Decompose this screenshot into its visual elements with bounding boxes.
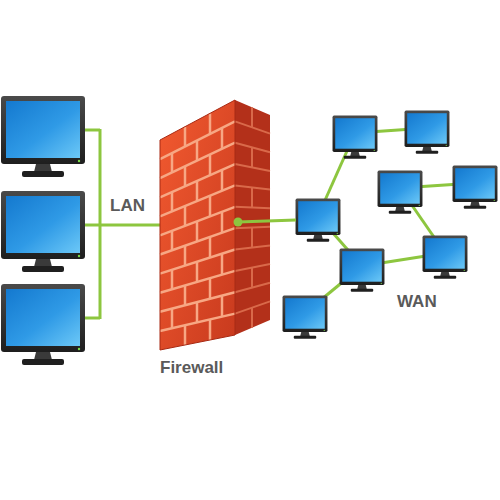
mortar-line <box>209 278 212 299</box>
mortar-line <box>251 187 253 207</box>
mortar-line <box>171 231 174 250</box>
network-label: LAN <box>110 196 145 216</box>
mortar-line <box>196 221 199 241</box>
lan-computers <box>1 96 85 365</box>
mortar-line <box>184 166 187 186</box>
wire <box>238 220 296 222</box>
computer-monitor <box>283 296 328 339</box>
mortar-line <box>196 302 199 322</box>
mortar-line <box>171 270 174 289</box>
mortar-line <box>221 254 224 275</box>
computer-monitor <box>378 171 423 214</box>
wall-face <box>160 100 235 350</box>
mortar-line <box>251 228 253 248</box>
node-caption: Firewall <box>160 358 223 378</box>
mortar-line <box>209 155 212 176</box>
computer-monitor <box>340 249 385 292</box>
wan-computers <box>283 111 498 339</box>
wall-edge <box>160 100 235 350</box>
mortar-line <box>171 309 174 328</box>
mortar-line <box>196 262 199 282</box>
computer-monitor <box>405 111 450 154</box>
mortar-line <box>184 246 187 266</box>
computer-monitor <box>1 96 85 177</box>
mortar-line <box>251 308 253 328</box>
wall-side <box>235 100 270 335</box>
mortar-line <box>184 325 187 345</box>
wire <box>100 224 162 227</box>
mortar-line <box>221 170 224 191</box>
mortar-line <box>209 237 212 258</box>
mortar-line <box>251 107 253 127</box>
mortar-line <box>221 212 224 233</box>
brick-wall <box>155 95 275 385</box>
mortar-line <box>171 192 174 211</box>
mortar-line <box>184 285 187 305</box>
computer-monitor <box>1 191 85 272</box>
mortar-line <box>221 128 224 149</box>
wire <box>84 317 100 320</box>
lan-wires <box>84 129 162 319</box>
mortar-line <box>251 147 253 167</box>
firewall-wall: Firewall <box>155 95 275 385</box>
mortar-line <box>221 296 224 317</box>
computer-monitor <box>333 116 378 159</box>
mortar-line <box>209 319 212 340</box>
port-dot <box>234 218 243 227</box>
mortar-line <box>251 268 253 288</box>
mortar-line <box>209 113 212 134</box>
wire <box>84 129 100 132</box>
network-label: WAN <box>397 292 437 312</box>
mortar-line <box>171 153 174 172</box>
mortar-line <box>196 140 199 160</box>
mortar-line <box>209 196 212 217</box>
computer-monitor <box>453 166 498 209</box>
wire <box>84 224 100 227</box>
brick-joints <box>160 113 235 345</box>
mortar-line <box>196 181 199 201</box>
computer-monitor <box>1 284 85 365</box>
mortar-line <box>184 127 187 147</box>
computer-monitor <box>296 199 341 242</box>
mortar-line <box>184 206 187 226</box>
brick-joints <box>235 107 270 327</box>
computer-monitor <box>423 236 468 279</box>
